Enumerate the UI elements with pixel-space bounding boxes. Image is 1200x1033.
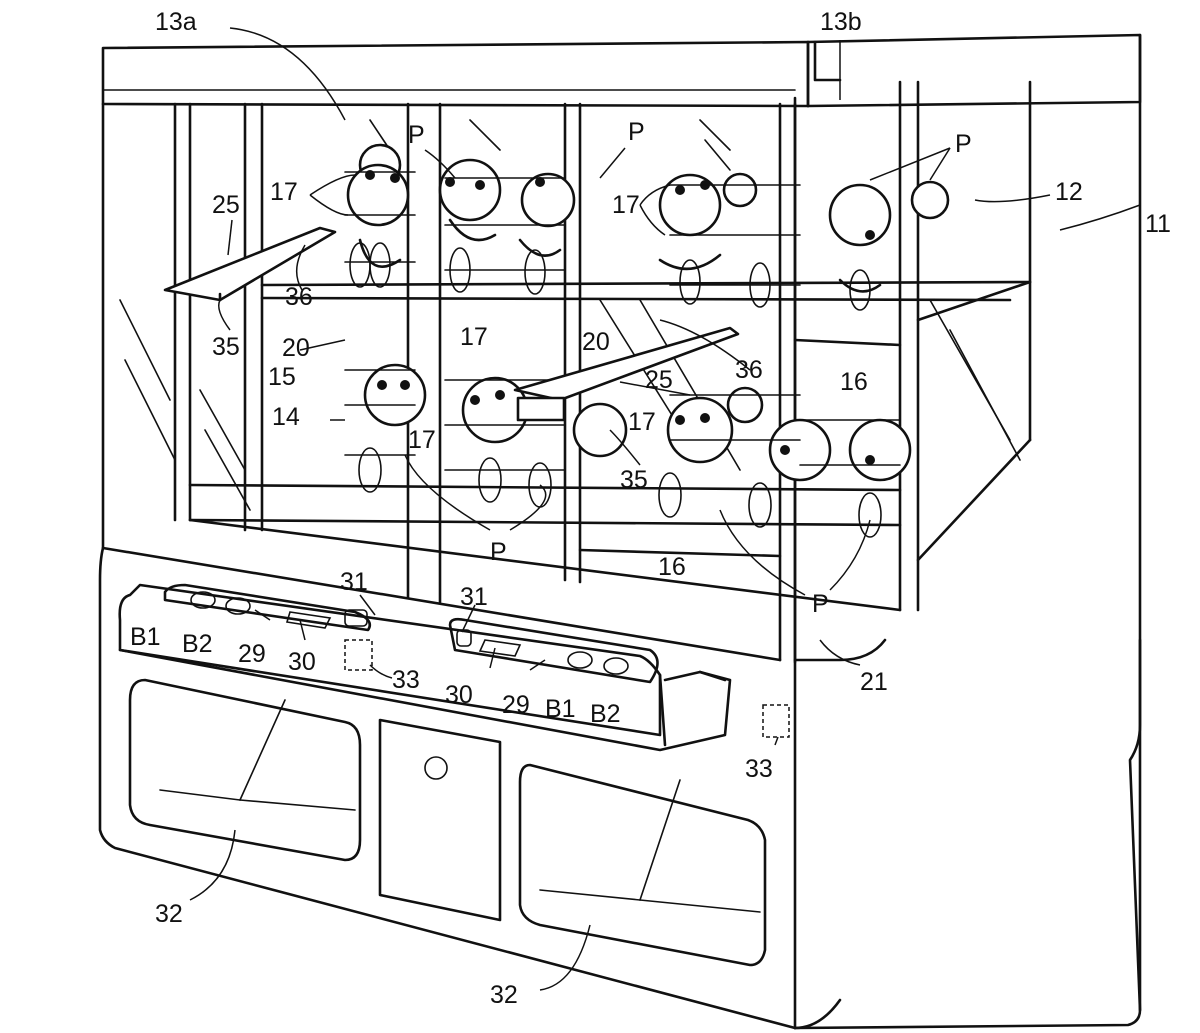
label-15: 15 [268, 363, 296, 391]
label-35-right: 35 [620, 466, 648, 494]
leader-lines [189, 27, 1141, 991]
label-21: 21 [860, 668, 888, 696]
label-20-left: 20 [282, 334, 310, 362]
label-25-right: 25 [645, 366, 673, 394]
label-25-left: 25 [212, 191, 240, 219]
label-p-top-left: P [408, 121, 425, 149]
label-33-left: 33 [392, 666, 420, 694]
label-35-left: 35 [212, 333, 240, 361]
label-p-top-right: P [955, 130, 972, 158]
label-36-left: 36 [285, 283, 313, 311]
label-p-bottom-right: P [812, 590, 829, 618]
cabinet-body [98, 33, 1142, 1030]
label-p-bottom-left: P [490, 538, 507, 566]
label-32-right: 32 [490, 981, 518, 1009]
reference-labels: 13a 13b 11 12 25 25 17 17 17 17 17 36 36… [130, 8, 1171, 1009]
label-29-right: 29 [502, 691, 530, 719]
label-29-left: 29 [238, 640, 266, 668]
label-17-top-right: 17 [612, 191, 640, 219]
label-17-mid: 17 [460, 323, 488, 351]
label-14: 14 [272, 403, 300, 431]
label-30-left: 30 [288, 648, 316, 676]
label-b1-left: B1 [130, 623, 161, 651]
label-30-right: 30 [445, 681, 473, 709]
label-13a: 13a [155, 8, 197, 36]
control-panel [118, 583, 790, 752]
label-16-right: 16 [840, 368, 868, 396]
label-16-bottom: 16 [658, 553, 686, 581]
label-b2-left: B2 [182, 630, 213, 658]
label-12: 12 [1055, 178, 1083, 206]
label-20-right: 20 [582, 328, 610, 356]
label-31-right: 31 [460, 583, 488, 611]
label-17-lower-right: 17 [628, 408, 656, 436]
prize-outlets [128, 678, 767, 967]
label-17-lower-left: 17 [408, 426, 436, 454]
label-b2-right: B2 [590, 700, 621, 728]
pusher-arms [163, 226, 740, 422]
label-31-left: 31 [340, 568, 368, 596]
top-row-prizes [344, 143, 950, 311]
label-36-right: 36 [735, 356, 763, 384]
label-13b: 13b [820, 8, 862, 36]
label-p-top-mid: P [628, 118, 645, 146]
label-32-left: 32 [155, 900, 183, 928]
label-17-top-left: 17 [270, 178, 298, 206]
label-11: 11 [1145, 210, 1171, 238]
label-33-right: 33 [745, 755, 773, 783]
label-b1-right: B1 [545, 695, 576, 723]
